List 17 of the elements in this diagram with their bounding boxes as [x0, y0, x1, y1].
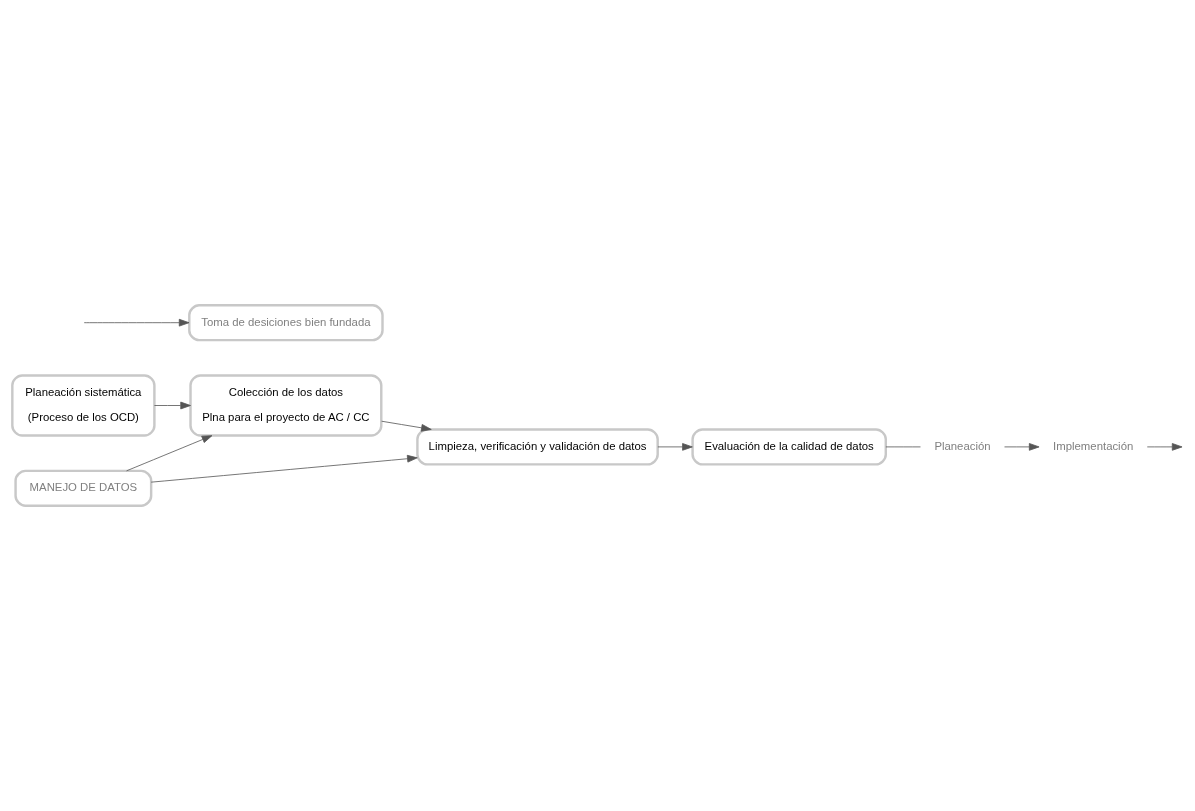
- node-box: Limpieza, verificación y validación de datos: [416, 428, 659, 466]
- arrow: [154, 401, 191, 410]
- node-box: MANEJO DE DATOS: [14, 469, 153, 507]
- arrow: [126, 435, 213, 472]
- node-box: Colección de los datos Plna para el proyecto de AC / CC: [189, 374, 383, 437]
- arrow: [83, 318, 190, 327]
- node-text: Planeación: [934, 439, 991, 452]
- node-text: Implementación: [1053, 439, 1134, 452]
- node-box: Planeación sistemática (Proceso de los OCD): [11, 374, 156, 437]
- arrow: [657, 443, 693, 451]
- arrow: [381, 420, 432, 432]
- node-box: Toma de desiciones bien fundada: [188, 304, 384, 342]
- connector: [885, 446, 921, 448]
- arrow: [1146, 443, 1183, 451]
- node-box: Evaluación de la calidad de datos: [691, 428, 887, 466]
- arrow: [150, 454, 418, 483]
- arrow: [1004, 443, 1040, 451]
